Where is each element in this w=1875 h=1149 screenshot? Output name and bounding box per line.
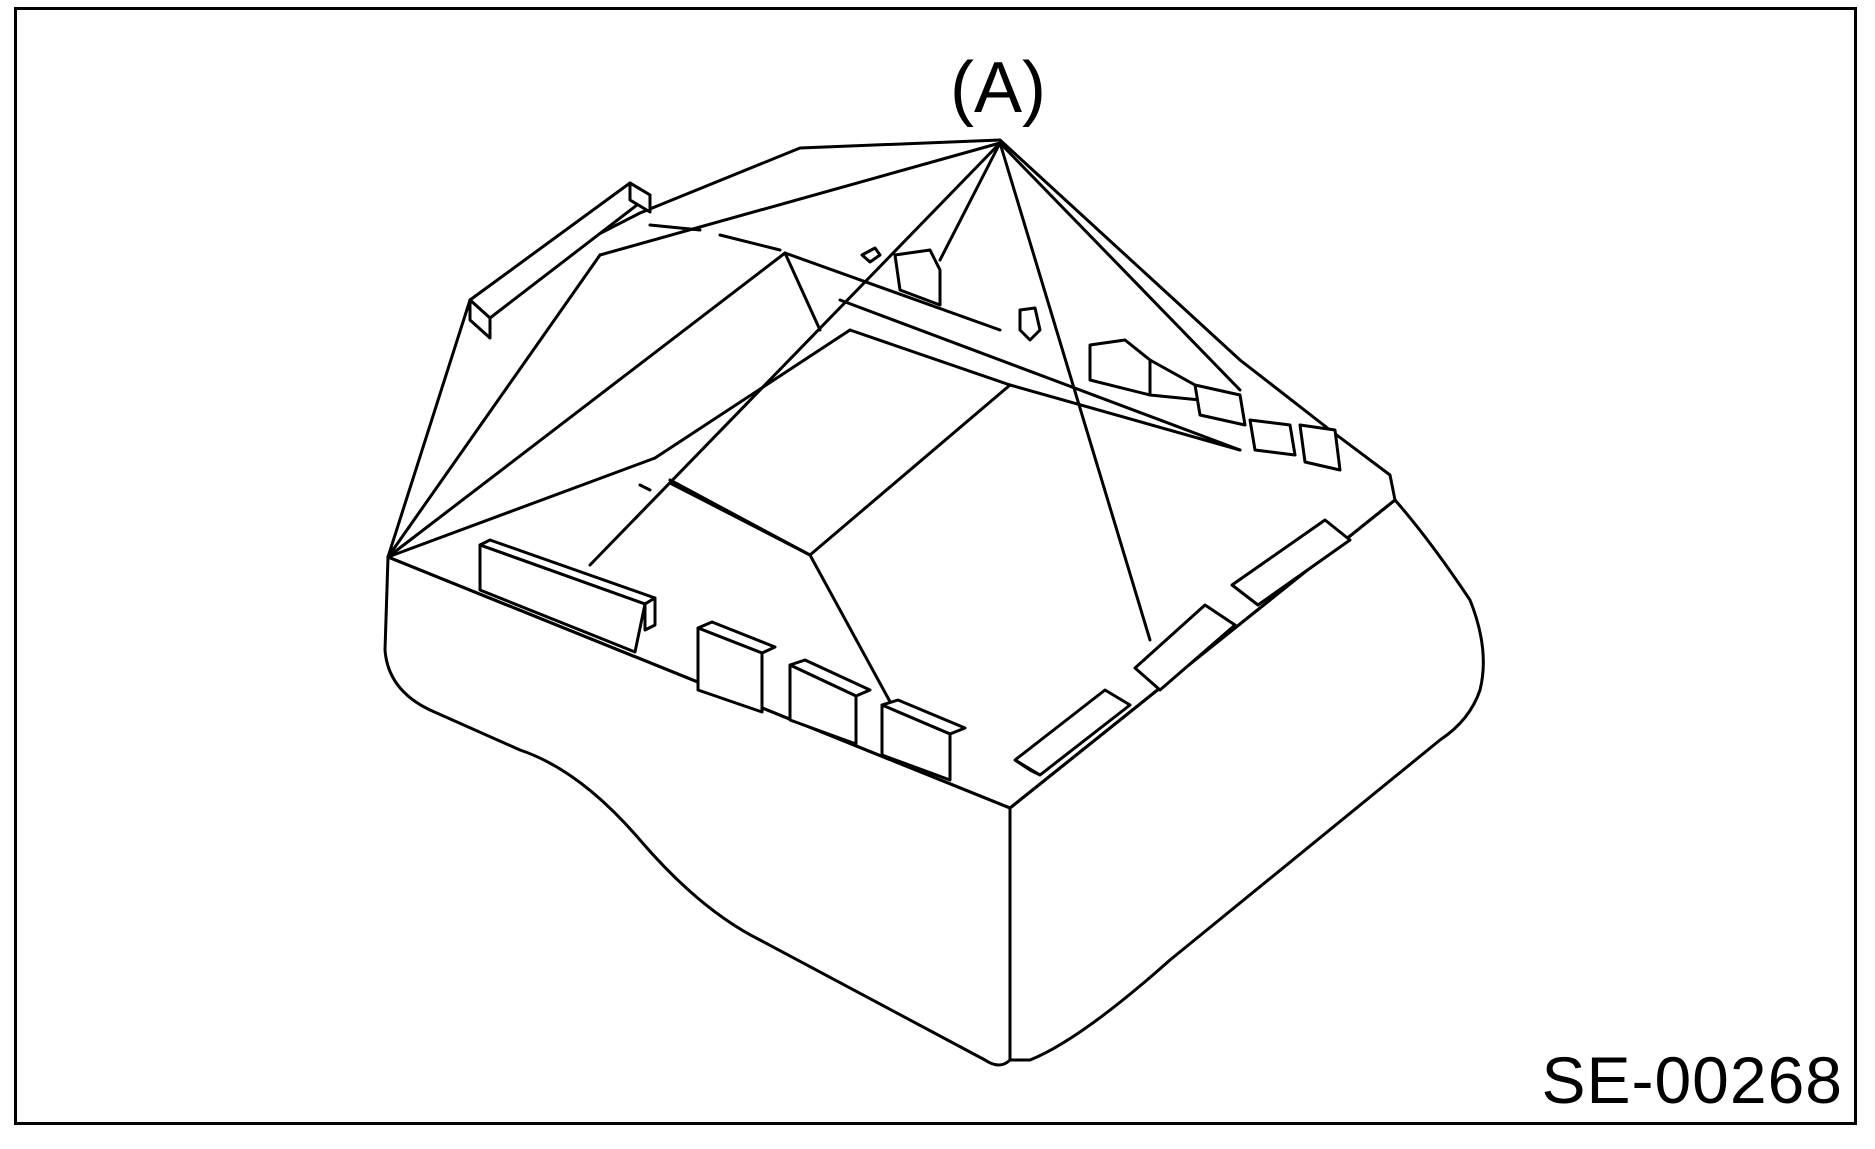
cushion-body <box>383 138 1485 1067</box>
callout-leaders <box>386 141 1242 642</box>
front-clips-right <box>1013 518 1352 777</box>
figure-code: SE-00268 <box>1541 1043 1843 1117</box>
figure-frame <box>14 7 1857 1125</box>
callout-label-a: (A) <box>950 48 1046 128</box>
rear-rail-clip <box>468 181 652 340</box>
rear-clips-right <box>860 246 1342 472</box>
front-clips-left <box>478 538 967 782</box>
top-seams <box>386 223 1242 722</box>
